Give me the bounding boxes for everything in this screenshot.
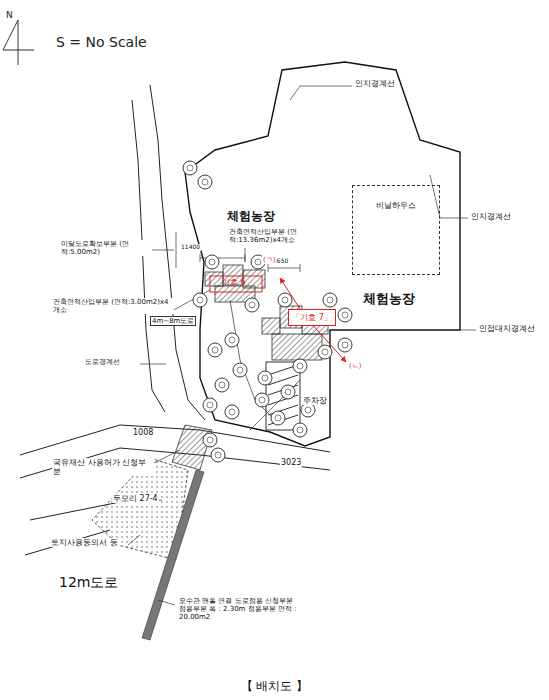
state-land-area [172, 425, 212, 470]
site-boundary [185, 62, 460, 446]
greenhouse-area: 비닐하우스 [352, 185, 440, 275]
site-label: 건축면적산입부분 (면적:13.36m2)x4개소 [228, 228, 330, 244]
site-label: S = No Scale [56, 34, 147, 50]
direction-arrows [280, 278, 346, 362]
ki6-box [210, 276, 262, 292]
site-label: 3023 [280, 458, 302, 467]
site-label: 1008 [132, 428, 154, 437]
site-label: 12m도로 [58, 574, 119, 590]
site-label: 국유재산 사용허가 신청부분 [52, 458, 154, 476]
north-arrow [3, 20, 34, 65]
trees [183, 161, 352, 462]
site-label: 「기호 6」 [214, 278, 254, 287]
site-label: 건축면적산입부분 (면적:3.00m2)x4개소 [52, 298, 174, 314]
site-label: (ㄱ) [262, 256, 276, 264]
site-label: 11400 [180, 244, 201, 251]
parking-stripes [266, 362, 300, 430]
site-label: 4m~8m도로 [150, 316, 196, 326]
node-text: 「기호 7」 [292, 312, 332, 323]
site-label: 체험농장 [226, 210, 276, 224]
caption: 【 배치도 】 [0, 680, 549, 694]
symbol-box: 「기호 7」 [288, 309, 336, 326]
site-label: 미달도로확보부분 (면적:5.00m2) [60, 240, 152, 256]
site-label: 주차장 [302, 396, 328, 405]
site-label: (ㄴ) [348, 362, 362, 370]
site-label: 토지사용동의서 등 [50, 538, 119, 547]
site-label: 오수관 맨홀 연결 도로점용 신청부분 점용부분 폭 : 2.30m 점용부분 … [178, 597, 300, 621]
node-text: 비닐하우스 [359, 200, 433, 211]
site-label: 인접대지경계선 [478, 324, 536, 333]
site-label: 인지경계선 [470, 212, 512, 221]
site-label: 체험농장 [362, 292, 416, 307]
site-label: N [6, 10, 13, 20]
site-label: 인지경계선 [354, 79, 396, 88]
site-label: 두모리 27-4 [112, 494, 159, 503]
site-label: 도로경계선 [84, 358, 121, 366]
leader-lines [128, 86, 476, 605]
